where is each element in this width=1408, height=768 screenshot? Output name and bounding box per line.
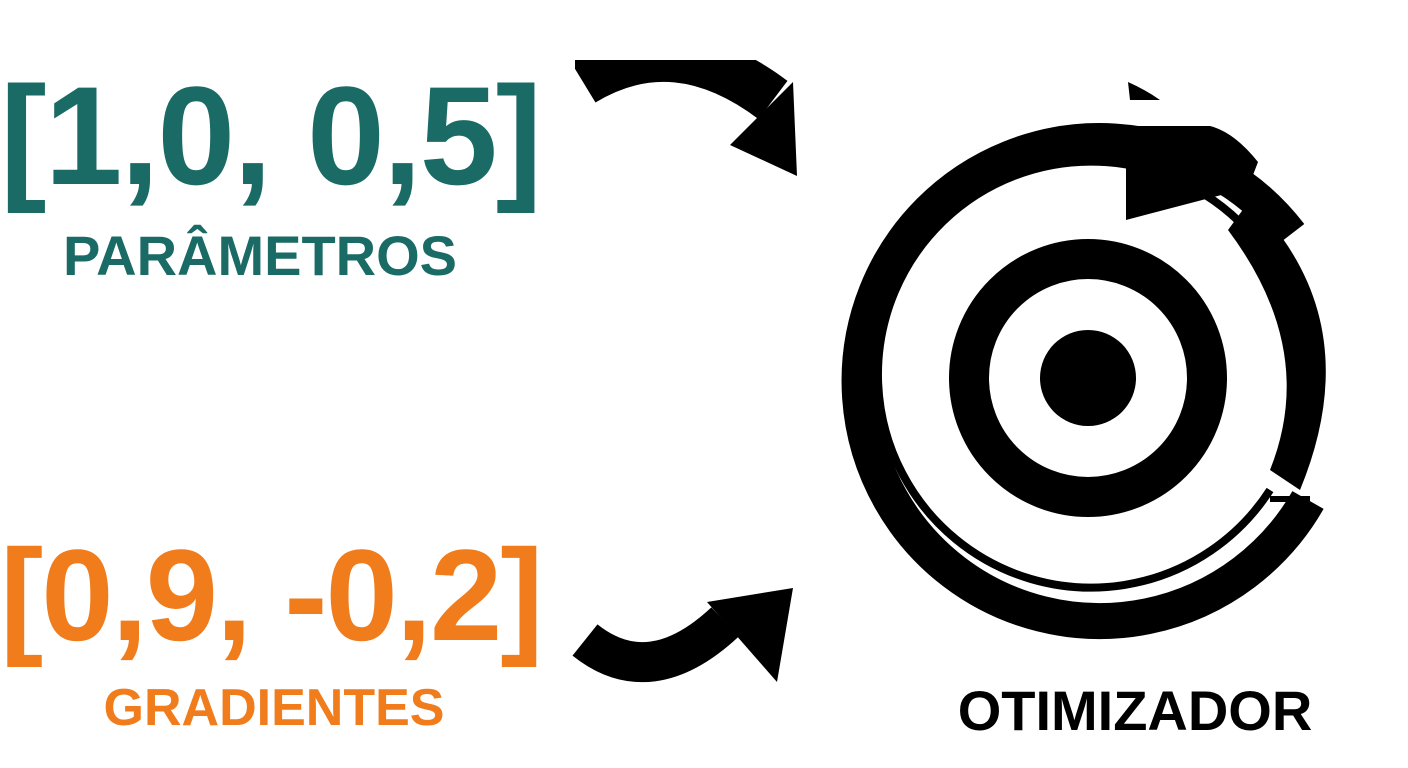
optimizer-label: OTIMIZADOR (957, 679, 1313, 742)
parameters-label: PARÂMETROS (62, 224, 458, 287)
gradients-label: GRADIENTES (103, 679, 445, 737)
curved-arrow-right-icon (575, 60, 797, 176)
curved-arrow-up-right-icon (572, 588, 793, 683)
parameters-vector: [1,0, 0,5] (0, 57, 542, 214)
gradients-vector: [0,9, -0,2] (0, 522, 544, 668)
optimizer-dial-icon (841, 82, 1326, 640)
